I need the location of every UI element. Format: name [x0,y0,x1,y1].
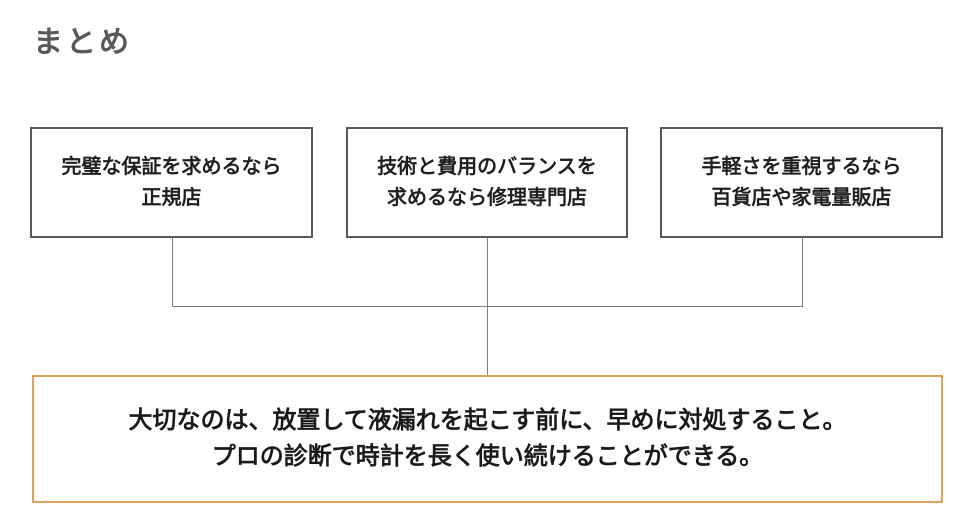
connector-line-right-vertical [802,238,803,306]
option-box-line: 完璧な保証を求めるなら [61,155,282,178]
option-box-line: 求めるなら修理専門店 [387,186,587,209]
option-box-repair-specialist: 技術と費用のバランスを 求めるなら修理専門店 [346,127,628,238]
conclusion-line: プロの診断で時計を長く使い続けることができる。 [211,443,764,470]
option-box-line: 百貨店や家電量販店 [711,186,892,209]
option-box-line: 手軽さを重視するなら [701,155,902,178]
conclusion-line: 大切なのは、放置して液漏れを起こす前に、早めに対処すること。 [128,407,847,434]
option-box-line: 技術と費用のバランスを [377,155,597,178]
option-box-official-store: 完璧な保証を求めるなら 正規店 [30,127,313,238]
slide-title: まとめ [33,25,132,60]
option-box-line: 正規店 [141,186,202,209]
connector-line-horizontal [172,306,803,307]
option-box-department-store: 手軽さを重視するなら 百貨店や家電量販店 [660,127,943,238]
connector-line-left-vertical [172,238,173,306]
conclusion-box: 大切なのは、放置して液漏れを起こす前に、早めに対処すること。 プロの診断で時計を… [32,375,943,503]
